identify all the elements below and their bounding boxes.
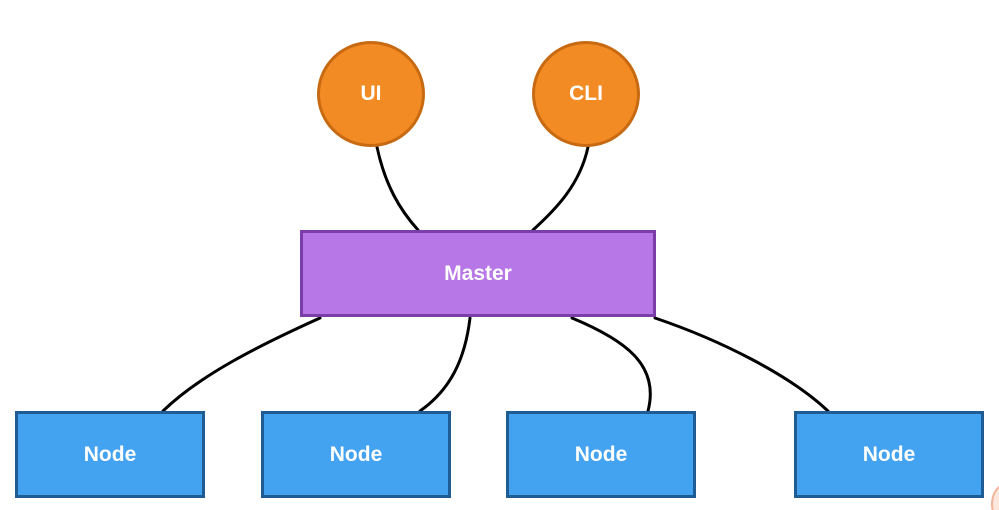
edge-cli-master [531,145,590,232]
node-label-3: Node [574,442,628,466]
master-label: Master [444,261,512,285]
master-box: Master [300,230,656,317]
node-box-4: Node [794,411,984,498]
node-box-2: Node [261,411,451,498]
edge-master-node-4 [653,316,830,413]
edge-master-node-2 [418,316,472,413]
cli-client-label: CLI [569,82,603,105]
ui-client-circle: UI [317,41,425,147]
edge-master-node-3 [570,316,652,413]
node-box-1: Node [15,411,205,498]
node-label-1: Node [83,442,137,466]
node-box-3: Node [506,411,696,498]
edge-master-node-1 [161,316,322,413]
node-label-2: Node [329,442,383,466]
edge-ui-master [375,145,420,232]
node-label-4: Node [862,442,916,466]
cli-client-circle: CLI [532,41,640,147]
ui-client-label: UI [360,82,382,105]
